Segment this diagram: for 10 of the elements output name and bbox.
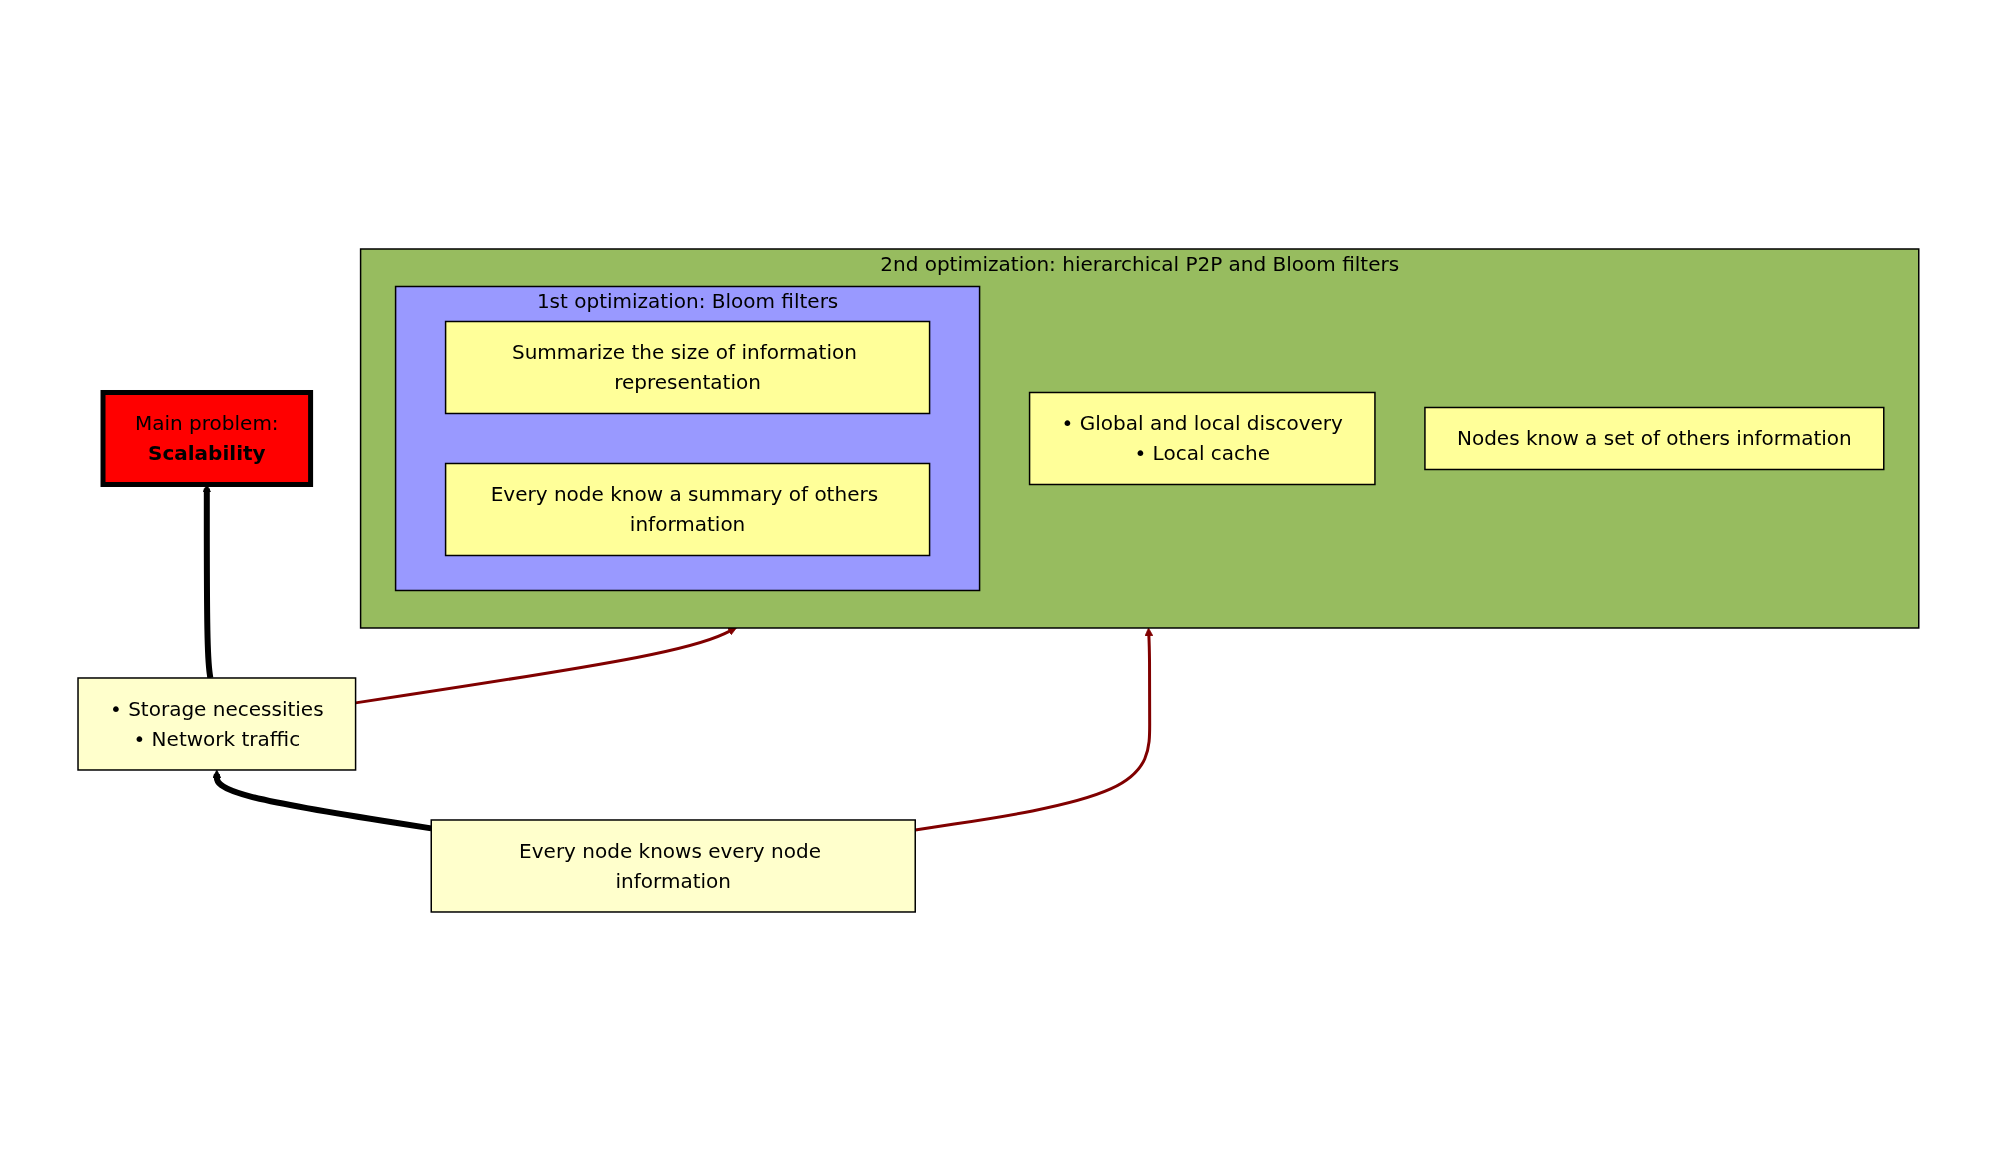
node-box: Main problem: Scalability (100, 390, 314, 487)
node-box: Summarize the size of information representation (444, 320, 931, 415)
arrow (212, 769, 432, 832)
node-box: • Storage necessities • Network traffic (77, 677, 357, 771)
node-box: Every node knows every node information (430, 819, 917, 913)
node-box: Nodes know a set of others information (1424, 406, 1885, 471)
node-box: • Global and local discovery • Local cache (1028, 391, 1376, 486)
node-box: Every node know a summary of others information (444, 462, 931, 557)
arrow (915, 627, 1154, 832)
arrow (355, 627, 737, 705)
